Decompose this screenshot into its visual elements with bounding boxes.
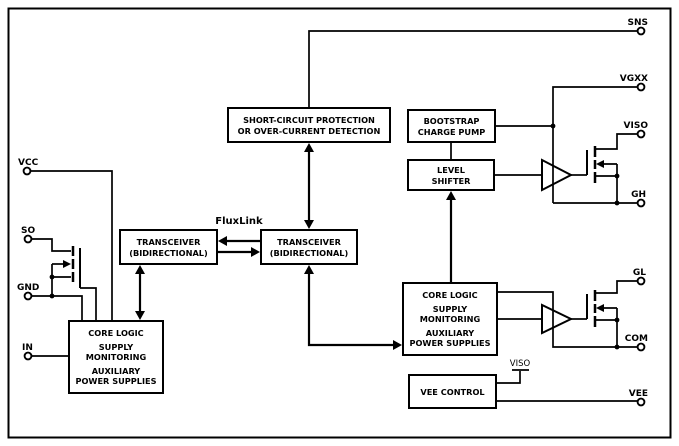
pin-terminal-icon-com bbox=[636, 342, 646, 352]
block-transceiver-right: TRANSCEIVER (BIDIRECTIONAL) bbox=[260, 229, 358, 265]
nmos-icon-low-side bbox=[586, 290, 617, 327]
block-core-logic-left: CORE LOGIC SUPPLY MONITORING AUXILIARY P… bbox=[68, 320, 164, 394]
arrow-transceiver-corelogic-left bbox=[135, 265, 145, 320]
block-vee-control: VEE CONTROL bbox=[408, 374, 497, 409]
junction-dots bbox=[49, 123, 620, 350]
driver-buffer-icon-low-side bbox=[541, 303, 574, 335]
pin-label-vee: VEE bbox=[629, 389, 648, 399]
block-core-logic-right-line1: CORE LOGIC bbox=[422, 290, 477, 300]
block-level-shifter-line1: LEVEL bbox=[437, 165, 465, 175]
pin-terminal-icon-vcc bbox=[22, 166, 32, 176]
pin-terminal-icon-gl bbox=[636, 276, 646, 286]
pin-label-so: SO bbox=[21, 226, 35, 236]
pin-com: COM bbox=[625, 334, 648, 352]
pin-label-viso: VISO bbox=[624, 121, 649, 131]
block-core-logic-right-line4: AUXILIARY bbox=[426, 328, 476, 338]
pin-terminal-icon-vee bbox=[636, 397, 646, 407]
pin-terminal-icon-sns bbox=[636, 26, 646, 36]
wire-hs-drain-viso bbox=[595, 133, 637, 150]
wire-vcc bbox=[31, 170, 113, 321]
block-sc-protection: SHORT-CIRCUIT PROTECTION OR OVER-CURRENT… bbox=[227, 107, 391, 143]
wire-vee-viso-tap bbox=[496, 369, 529, 384]
pin-in: IN bbox=[22, 343, 33, 361]
wire-ls-drain-gl bbox=[595, 280, 637, 294]
wire-vgxx-rail bbox=[552, 86, 637, 203]
block-core-logic-left-line5: POWER SUPPLIES bbox=[75, 376, 156, 386]
arrow-transceiver-corelogic-right bbox=[304, 265, 402, 350]
pin-label-gnd: GND bbox=[17, 283, 39, 293]
block-sc-protection-line2: OR OVER-CURRENT DETECTION bbox=[238, 126, 381, 136]
diagram-border bbox=[7, 7, 672, 439]
block-level-shifter: LEVEL SHIFTER bbox=[407, 159, 495, 191]
block-vee-control-line1: VEE CONTROL bbox=[420, 387, 484, 397]
pin-so: SO bbox=[21, 226, 35, 244]
block-bootstrap-charge-pump: BOOTSTRAP CHARGE PUMP bbox=[407, 109, 496, 143]
wires bbox=[31, 30, 637, 402]
block-transceiver-left-line1: TRANSCEIVER bbox=[137, 237, 202, 247]
nmos-icon-high-side bbox=[586, 146, 617, 183]
block-transceiver-right-line1: TRANSCEIVER bbox=[277, 237, 342, 247]
wire-so-fet-gate bbox=[80, 287, 97, 321]
pin-terminal-icon-viso bbox=[636, 129, 646, 139]
low-side-output-stage bbox=[541, 290, 617, 335]
block-transceiver-right-line2: (BIDIRECTIONAL) bbox=[270, 248, 349, 258]
pin-label-gh: GH bbox=[631, 190, 646, 200]
nmos-icon-so bbox=[52, 246, 81, 288]
wire-so-drain bbox=[32, 238, 71, 252]
pin-terminal-icon-gnd bbox=[23, 291, 33, 301]
pin-vcc: VCC bbox=[18, 158, 39, 176]
pin-label-vgxx: VGXX bbox=[620, 74, 648, 84]
wire-ls-rail bbox=[497, 291, 637, 348]
pin-sns: SNS bbox=[628, 18, 649, 36]
block-core-logic-right: CORE LOGIC SUPPLY MONITORING AUXILIARY P… bbox=[402, 282, 498, 356]
pin-viso: VISO bbox=[624, 121, 649, 139]
block-core-logic-left-line1: CORE LOGIC bbox=[88, 328, 143, 338]
wire-ls-source bbox=[595, 308, 618, 347]
wire-gnd bbox=[32, 295, 83, 321]
block-bootstrap-line2: CHARGE PUMP bbox=[418, 127, 485, 137]
block-core-logic-right-line3: MONITORING bbox=[420, 314, 481, 324]
high-side-output-stage bbox=[541, 146, 617, 192]
pin-terminal-icon-gh bbox=[636, 198, 646, 208]
wire-sns bbox=[308, 30, 637, 108]
wire-hs-source bbox=[595, 164, 618, 203]
viso-tap-label: VISO bbox=[510, 359, 531, 369]
pins: VCC SO GND IN SNS VGXX VISO GH bbox=[17, 18, 649, 407]
block-bootstrap-line1: BOOTSTRAP bbox=[424, 116, 480, 126]
fluxlink-label: FluxLink bbox=[215, 216, 263, 227]
block-core-logic-right-line5: POWER SUPPLIES bbox=[409, 338, 490, 348]
pin-label-com: COM bbox=[625, 334, 648, 344]
pin-terminal-icon-vgxx bbox=[636, 82, 646, 92]
pin-gl: GL bbox=[633, 268, 646, 286]
pin-gh: GH bbox=[631, 190, 646, 208]
pin-terminal-icon-in bbox=[23, 351, 33, 361]
pin-label-vcc: VCC bbox=[18, 158, 39, 168]
driver-buffer-icon-high-side bbox=[541, 158, 574, 192]
pin-gnd: GND bbox=[17, 283, 39, 301]
block-sc-protection-line1: SHORT-CIRCUIT PROTECTION bbox=[243, 115, 375, 125]
pin-vee: VEE bbox=[629, 389, 648, 407]
arrow-scprotection-transceiver bbox=[304, 143, 314, 229]
pin-label-gl: GL bbox=[633, 268, 646, 278]
block-core-logic-left-line4: AUXILIARY bbox=[92, 366, 142, 376]
arrow-fluxlink-left bbox=[218, 236, 261, 246]
block-transceiver-left-line2: (BIDIRECTIONAL) bbox=[129, 248, 208, 258]
block-core-logic-left-line3: MONITORING bbox=[86, 352, 147, 362]
pin-vgxx: VGXX bbox=[620, 74, 648, 92]
pin-terminal-icon-so bbox=[23, 234, 33, 244]
arrow-fluxlink-right bbox=[217, 247, 260, 257]
arrow-connections bbox=[135, 143, 456, 350]
pin-label-in: IN bbox=[22, 343, 33, 353]
block-level-shifter-line2: SHIFTER bbox=[432, 176, 472, 186]
arrow-corelogic-levelshifter bbox=[446, 191, 456, 283]
block-core-logic-left-line2: SUPPLY bbox=[99, 342, 134, 352]
block-core-logic-right-line2: SUPPLY bbox=[433, 304, 468, 314]
pin-label-sns: SNS bbox=[628, 18, 649, 28]
block-transceiver-left: TRANSCEIVER (BIDIRECTIONAL) bbox=[119, 229, 218, 265]
